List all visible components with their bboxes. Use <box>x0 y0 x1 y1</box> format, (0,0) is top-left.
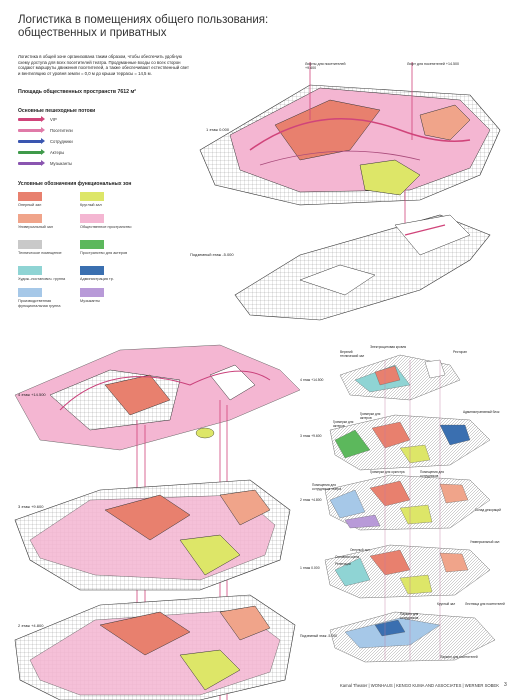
zone-swatch <box>18 288 42 297</box>
zone-opera: Оперный зал <box>18 192 78 208</box>
small-floor-1 <box>324 544 491 599</box>
small-floor-label: 4 этаж +14.500 <box>300 378 324 382</box>
small-basement <box>329 611 496 663</box>
lift-callout: Лифт для посетителей +14.500 <box>407 62 459 66</box>
callout: Гримерки для актеров <box>333 420 354 429</box>
vip-arrow-icon <box>18 115 45 122</box>
musicians-arrow-icon <box>18 159 45 166</box>
callout: Паркинг для сотрудников <box>400 612 419 621</box>
callout: Верхний технический зал <box>340 350 365 359</box>
zone-actors: Пространство для актеров <box>80 240 140 256</box>
flows-heading: Основные пешеходные потоки <box>18 108 96 114</box>
zone-swatch <box>80 288 104 297</box>
zone-swatch <box>80 266 104 275</box>
footer-credits: Kamal Theater | WONHAUS | KENGO KUMA AND… <box>340 683 500 688</box>
callout: Склад декораций <box>475 508 501 512</box>
flow-vip: VIP <box>18 115 57 123</box>
floor-1-plan <box>199 84 501 206</box>
callout: Гримерки для актеров <box>360 412 381 421</box>
zone-production: Производственная функциональная группа <box>18 288 78 308</box>
zone-swatch <box>80 214 104 223</box>
callout: Ресторан <box>453 350 467 354</box>
zone-musicians: Музыканты <box>80 288 140 304</box>
area-label: Площадь общественных пространств 7612 м² <box>18 89 137 95</box>
callout: Электрощитовая кровля <box>370 345 407 349</box>
callout: Помещения для сотрудников театра <box>312 483 342 492</box>
small-stack-lines <box>384 360 441 660</box>
callout: Основная сцена <box>335 555 360 559</box>
zone-swatch <box>18 214 42 223</box>
callout: Административный блок <box>463 410 500 414</box>
zone-swatch <box>18 240 42 249</box>
flow-staff: Сотрудники <box>18 137 73 145</box>
flow-musicians: Музыканты <box>18 159 72 167</box>
page-number: 3 <box>504 682 507 688</box>
callout: Репетиции <box>335 562 351 566</box>
small-floor-label: 1 этаж 0.000 <box>300 566 320 570</box>
zone-swatch <box>18 192 42 201</box>
zone-round: Круглый зал <box>80 192 140 208</box>
page-title: Логистика в помещениях общего пользовани… <box>18 14 269 39</box>
flow-actors: Актеры <box>18 148 64 156</box>
zone-art: Худож.-постановоч. группа <box>18 266 78 282</box>
zone-technical: Техническое помещение <box>18 240 78 256</box>
floor-label: 3 этаж +9.600 <box>18 504 44 509</box>
floor-label: Подземный этаж -5.000 <box>190 252 234 257</box>
callout: Паркинг для посетителей <box>440 655 478 659</box>
floor-4-plan <box>14 344 301 451</box>
staff-arrow-icon <box>18 137 45 144</box>
callout: Универсальный зал <box>470 540 500 544</box>
floor-label: 4 этаж +14.500 <box>18 392 46 397</box>
callout: Лестница для посетителей <box>465 602 505 606</box>
small-floor-2 <box>324 474 491 531</box>
basement-plan <box>234 214 491 321</box>
small-floor-label: 3 этаж +9.600 <box>300 434 322 438</box>
floor-3-plan <box>14 479 291 591</box>
callout: Помещения для сотрудников <box>420 470 444 479</box>
zone-swatch <box>80 192 104 201</box>
intro-text: Логистика в общей зоне организована таки… <box>18 54 189 76</box>
zones-heading: Условные обозначения функциональных зон <box>18 181 132 187</box>
visitors-arrow-icon <box>18 126 45 133</box>
lift-callout: Лифты для посетителей +9.600 <box>305 62 346 71</box>
floor-label: 2 этаж +4.800 <box>18 623 44 628</box>
callout: Оперный зал <box>350 548 370 552</box>
zone-public: Общественное пространство <box>80 214 140 230</box>
zone-universal: Универсальный зал <box>18 214 78 230</box>
actors-arrow-icon <box>18 148 45 155</box>
callout: Круглый зал <box>437 602 456 606</box>
floor-label: 1 этаж 0.000 <box>206 127 230 132</box>
small-floor-label: Подземный этаж -5.000 <box>300 634 337 638</box>
zone-admin: Администрация тр. <box>80 266 140 282</box>
flow-visitors: Посетители <box>18 126 73 134</box>
callout: Гримерки для оркестра <box>370 470 405 474</box>
floor-2-plan <box>14 594 296 700</box>
zone-swatch <box>80 240 104 249</box>
small-floor-4 <box>339 354 461 401</box>
small-floor-label: 2 этаж +4.800 <box>300 498 322 502</box>
zone-swatch <box>18 266 42 275</box>
